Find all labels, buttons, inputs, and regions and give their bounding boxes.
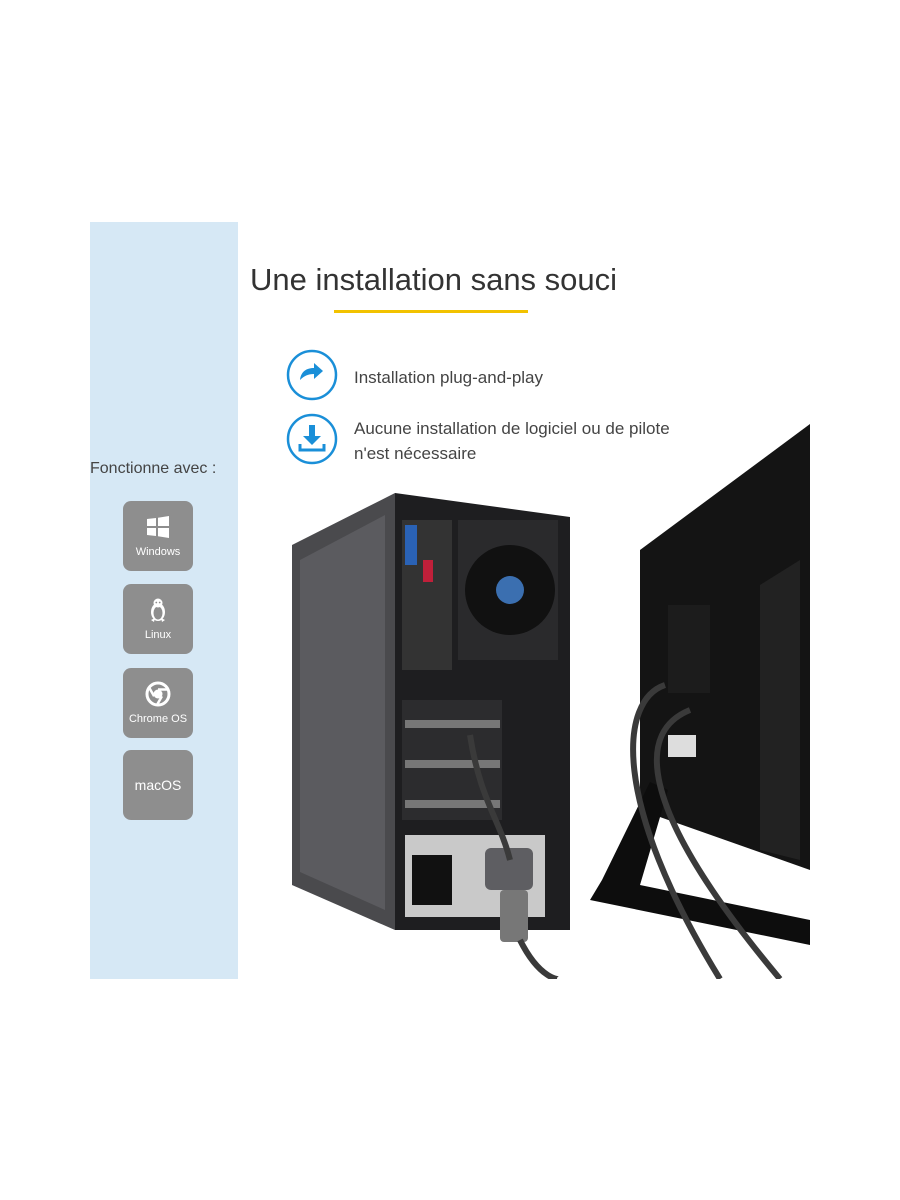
windows-icon: [147, 516, 169, 538]
os-label-chrome: Chrome OS: [128, 713, 188, 725]
os-label-macos: macOS: [134, 777, 182, 793]
os-label-windows: Windows: [135, 546, 181, 558]
page-title: Une installation sans souci: [250, 262, 618, 297]
os-tile-chrome: Chrome OS: [123, 668, 193, 738]
works-with-label: Fonctionne avec :: [90, 460, 217, 477]
feature-plug-and-play: Installation plug-and-play: [354, 368, 544, 387]
product-photo: [292, 424, 810, 979]
feature-no-driver: Aucune installation de logiciel ou de pi…: [354, 419, 670, 463]
chrome-icon: [145, 681, 171, 707]
title-underline: [334, 310, 528, 313]
os-tile-windows: Windows: [123, 501, 193, 571]
pc-tower-illustration: [292, 493, 570, 942]
os-tile-macos: macOS: [123, 750, 193, 820]
download-icon: [286, 413, 338, 465]
linux-icon: [151, 598, 165, 622]
os-label-linux: Linux: [144, 629, 172, 641]
os-tile-linux: Linux: [123, 584, 193, 654]
arrow-forward-icon: [286, 349, 338, 401]
